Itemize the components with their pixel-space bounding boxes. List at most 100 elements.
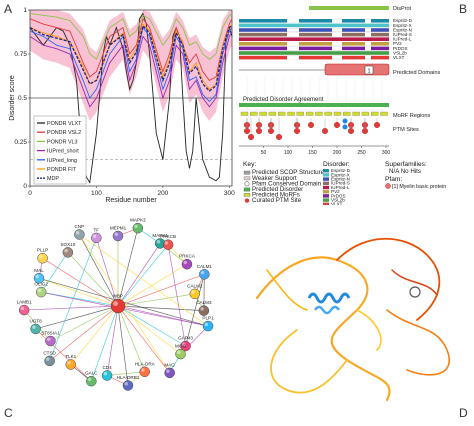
key-title: Key: [243, 161, 256, 168]
ptm-site [348, 128, 354, 134]
panel-label-d: D [459, 406, 468, 420]
network-node-label: HLA-DRB1 [117, 375, 140, 380]
network-node [190, 289, 200, 299]
disorder-legend-swatch [323, 186, 329, 189]
network-node-label: MAPK3 [130, 218, 146, 223]
network-node-label: PLLP [37, 248, 48, 253]
network-node [36, 287, 46, 297]
legend-label: PONDR VLXT [47, 121, 82, 127]
superfamilies-value: N/A No Hits [389, 168, 421, 175]
network-node-label: CTSD [43, 350, 56, 355]
x-tick-label: 300 [224, 190, 235, 197]
disorder-legend-swatch [323, 177, 329, 180]
network-node [163, 240, 173, 250]
predicted-domains-label: Predicted Domains [393, 70, 440, 76]
network-edge [118, 306, 186, 346]
network-node [45, 356, 55, 366]
network-edge [71, 306, 118, 364]
network-node-label: MAG [164, 362, 175, 367]
legend-label: PONDR VSL2 [47, 130, 81, 136]
ptm-site [276, 134, 282, 140]
panel-label-c: C [4, 406, 13, 420]
residue-tick: 300 [382, 150, 391, 156]
ptm-site [322, 128, 328, 134]
residue-tick: 150 [308, 150, 317, 156]
network-node-label: UGT8 [29, 318, 42, 323]
x-axis-label: Residue number [105, 197, 157, 204]
panel-label-b: B [459, 2, 467, 16]
network-node-label: TLK1 [65, 354, 76, 359]
network-node-label: SOX10 [60, 242, 75, 247]
network-node-label: CD4 [102, 365, 112, 370]
predictor-gap [365, 19, 371, 23]
residue-tick: 100 [284, 150, 293, 156]
ptm-site [374, 122, 380, 128]
network-node-label: MEPM1 [110, 226, 127, 231]
network-edge [36, 306, 118, 329]
agreement-bar [239, 103, 389, 107]
morf-region [269, 112, 276, 116]
network-node [199, 269, 209, 279]
key-marker [244, 188, 250, 191]
morf-region [315, 112, 322, 116]
morf-regions-label: MoRF Regions [393, 113, 431, 119]
network-node [199, 306, 209, 316]
network-node [102, 371, 112, 381]
alpha-helix [309, 294, 349, 313]
morf-region [306, 112, 313, 116]
protein-ribbon [257, 239, 449, 400]
network-edge [118, 306, 204, 311]
predictor-gap [365, 56, 371, 60]
predictor-gap [332, 56, 342, 60]
disorder-legend-swatch [323, 198, 329, 201]
morf-region [343, 112, 350, 116]
predictor-gap [365, 33, 371, 37]
network-node-label: LAMB1 [17, 300, 33, 305]
y-tick-label: 1 [23, 7, 27, 14]
disorder-legend-swatch [323, 194, 329, 197]
network-node-label: GALC [85, 371, 98, 376]
legend-label: MDP [47, 176, 59, 182]
ptm-site [256, 128, 262, 134]
legend-label: PONDR VL3 [47, 139, 78, 145]
network-node-label: CNP [75, 224, 85, 229]
morf-region [325, 112, 332, 116]
pfam-domain [325, 64, 389, 75]
panel-label-a: A [4, 2, 12, 16]
ptm-site [362, 128, 368, 134]
network-node-label: PRKCA [179, 254, 196, 259]
morf-region [297, 112, 304, 116]
legend-label: IUPred_short [47, 149, 79, 155]
legend-label: PONDR FIT [47, 167, 77, 173]
ptm-site-blue [343, 125, 348, 130]
ptm-site [308, 122, 314, 128]
network-node [182, 259, 192, 269]
d2p2-svg: DisProtEspritz-DEspritz-XEspritz-NIUPred… [237, 0, 474, 205]
predictor-gap [332, 47, 342, 51]
network-node-label: MBP [113, 294, 123, 299]
morf-region [381, 112, 388, 116]
network-node-label: PRKCB [160, 234, 176, 239]
disorder-legend-title: Disorder: [323, 161, 350, 168]
network-edge [118, 264, 187, 306]
disorder-legend-swatch [323, 173, 329, 176]
network-node-label: ST8SIA1 [41, 331, 60, 336]
network-node [91, 233, 101, 243]
key-marker [244, 177, 250, 180]
pfam-title: Pfam: [385, 176, 402, 183]
disorder-legend-swatch [323, 169, 329, 172]
network-node [38, 253, 48, 263]
network-node [203, 321, 213, 331]
predictor-gap [365, 28, 371, 32]
network-edge [24, 306, 118, 310]
network-node [140, 367, 150, 377]
network-node [123, 380, 133, 390]
disorder-legend-label: VLXT [331, 202, 343, 205]
x-tick-label: 0 [28, 190, 32, 197]
network-node-label: MAL [34, 268, 44, 273]
network-node-label: HLA-DRA [135, 361, 156, 366]
predictor-gap [332, 33, 342, 37]
ptm-site-blue [343, 119, 348, 124]
network-node-label: GAP43 [178, 336, 193, 341]
